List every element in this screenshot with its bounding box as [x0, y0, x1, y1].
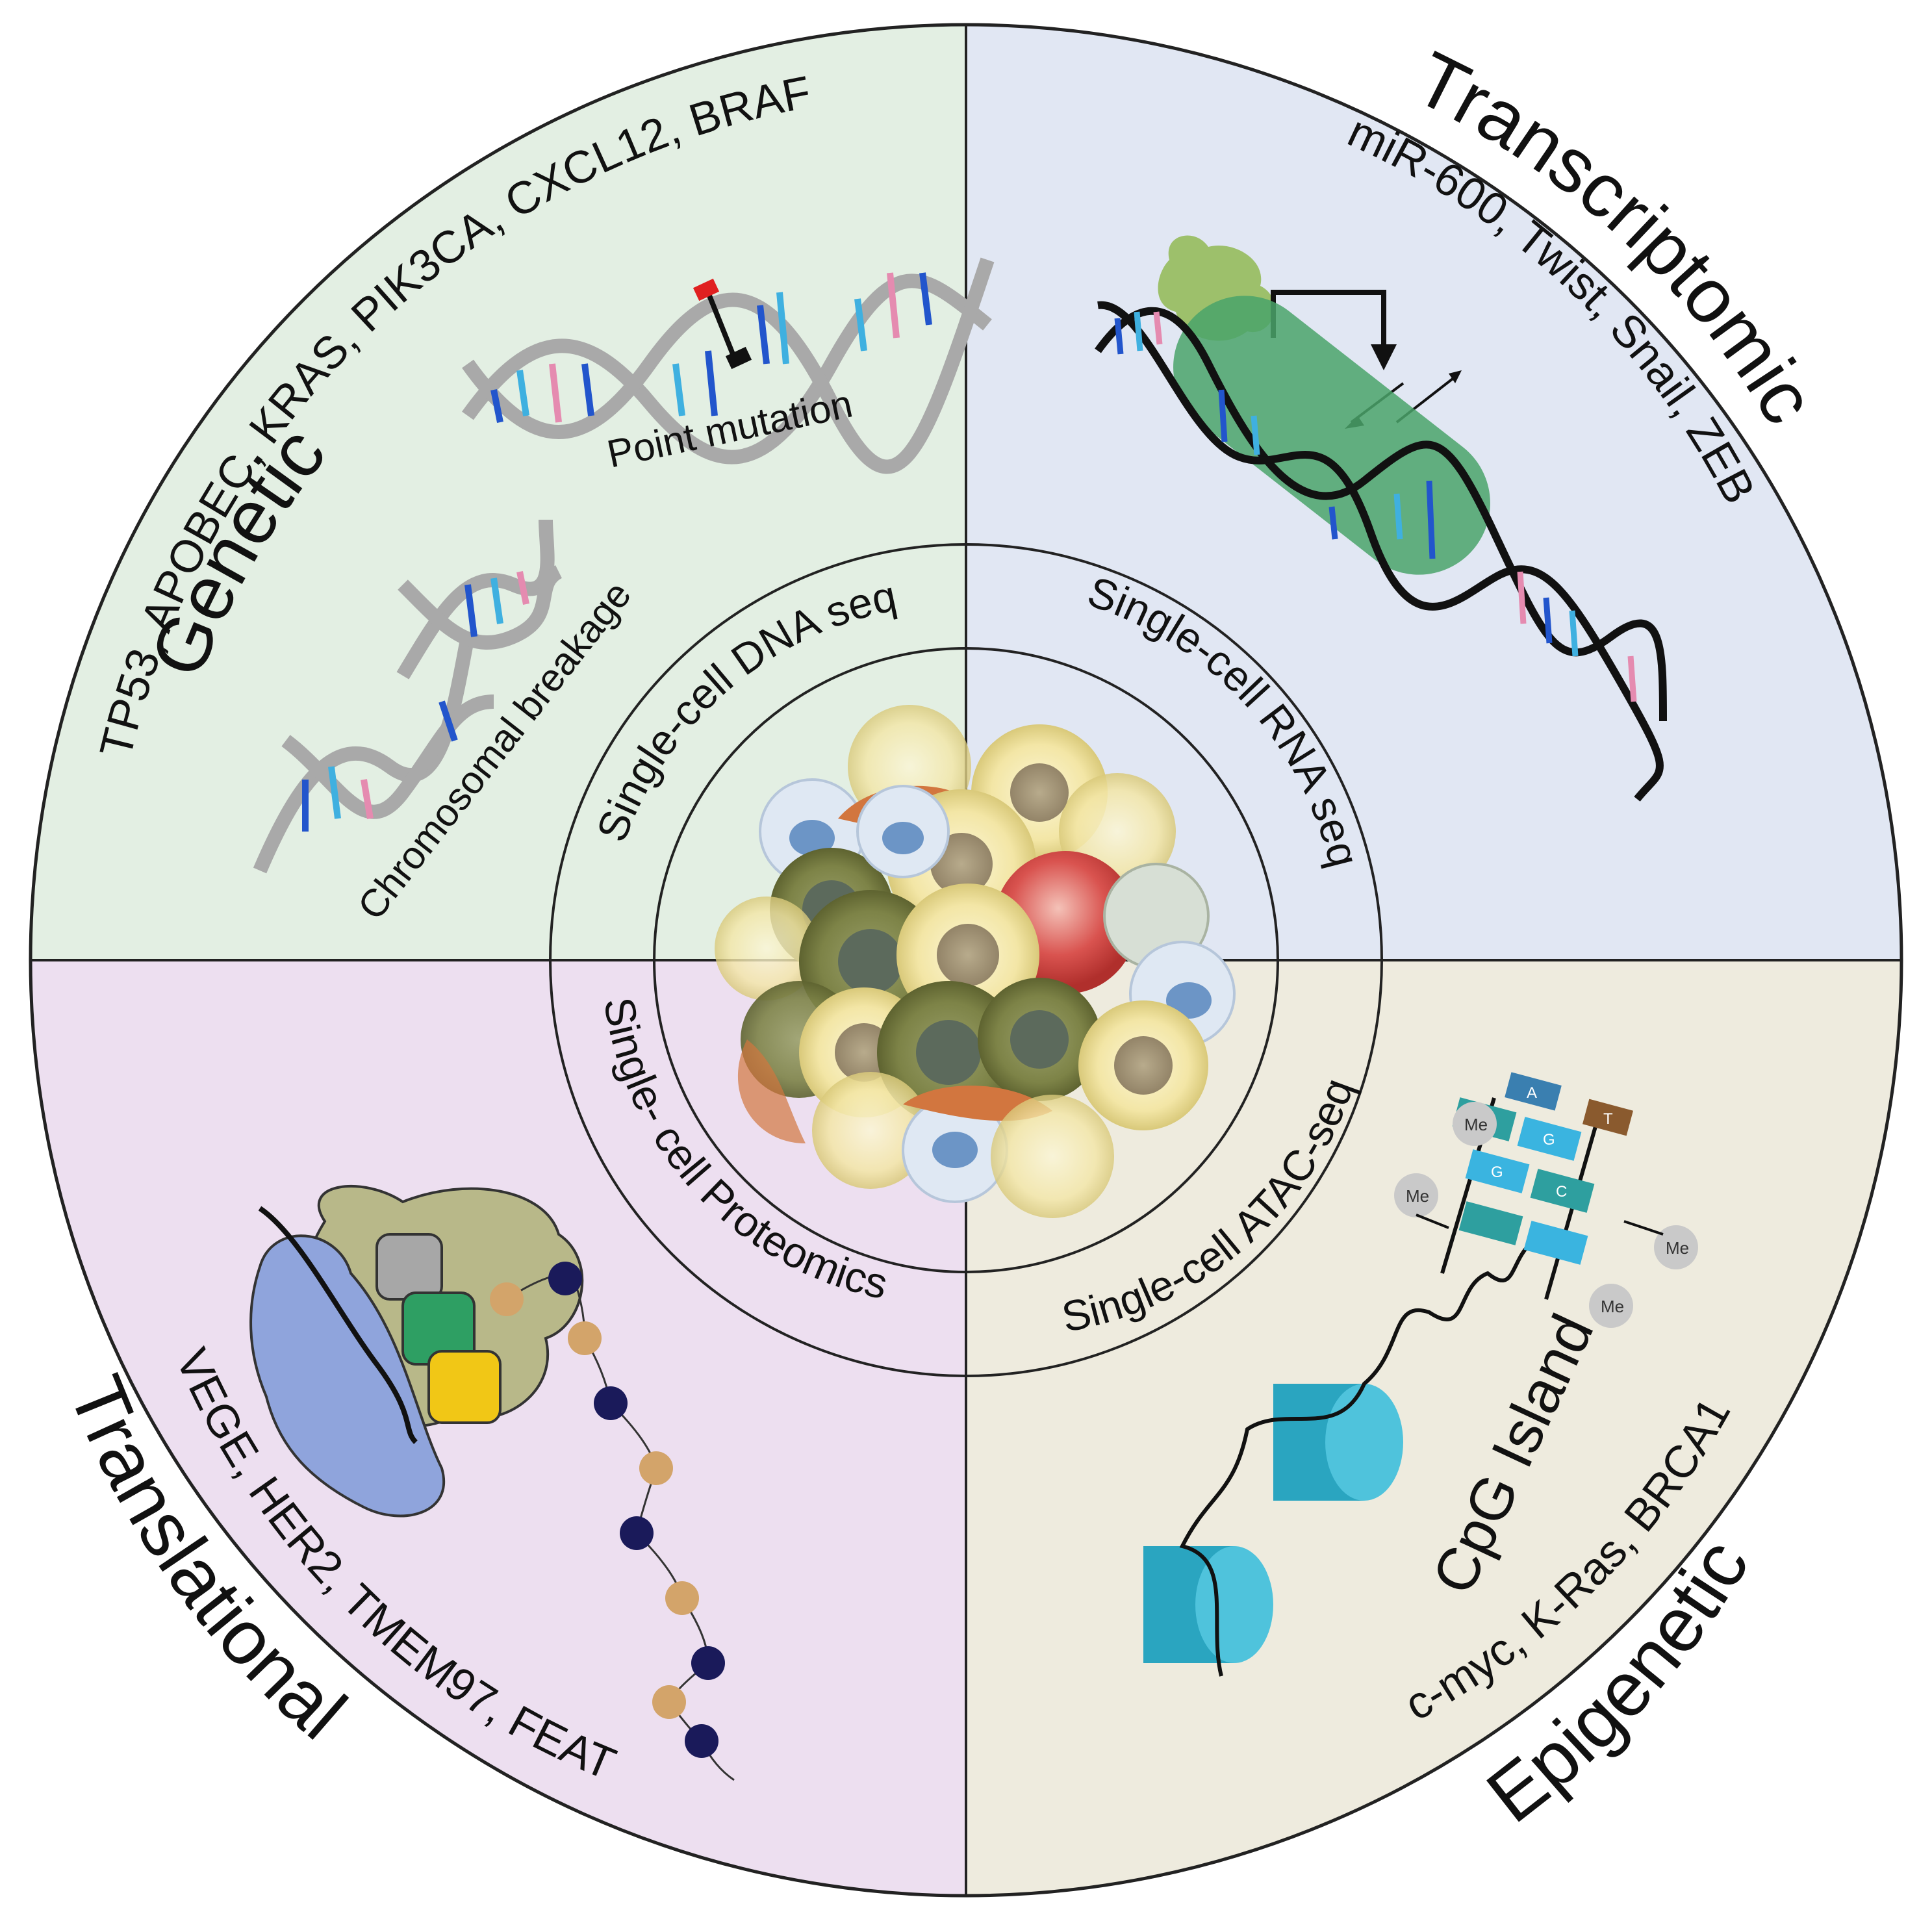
outer-ring	[549, 543, 1383, 1377]
point-mutation-dna-icon	[462, 257, 995, 474]
methyl-circle-4	[1589, 1284, 1633, 1328]
base-letter-a: A	[1527, 1084, 1537, 1102]
methyl-label-4: Me	[1601, 1297, 1624, 1316]
methyl-circle-1	[1394, 1173, 1438, 1217]
methyl-groups: Me Me Me Me	[1394, 1102, 1698, 1328]
mutation-base-pair	[705, 291, 737, 359]
methyl-label-3: Me	[1666, 1238, 1689, 1258]
base-letter-g1: G	[1543, 1131, 1555, 1149]
methyl-circle-3	[1654, 1225, 1698, 1269]
base-letter-g2: G	[1491, 1164, 1503, 1181]
base-letter-c2: C	[1556, 1183, 1567, 1201]
mutation-black-marker	[725, 346, 752, 370]
mutation-red-marker	[693, 278, 720, 301]
gene-highlight-region	[1173, 296, 1490, 575]
ribosome-icon	[249, 1185, 584, 1518]
inner-ring	[653, 647, 1279, 1273]
methyl-circle-2	[1453, 1102, 1497, 1146]
nucleosome-icon	[1143, 1232, 1547, 1677]
methyl-label-2: Me	[1464, 1115, 1488, 1134]
base-letter-t: T	[1603, 1110, 1613, 1128]
tumor-cell-cluster	[715, 705, 1236, 1218]
transcriptome-dna-icon	[1095, 301, 1667, 802]
chromosomal-breakage-dna-icon	[253, 519, 563, 874]
polypeptide-chain-icon	[490, 1262, 735, 1781]
methyl-label-1: Me	[1406, 1186, 1429, 1206]
